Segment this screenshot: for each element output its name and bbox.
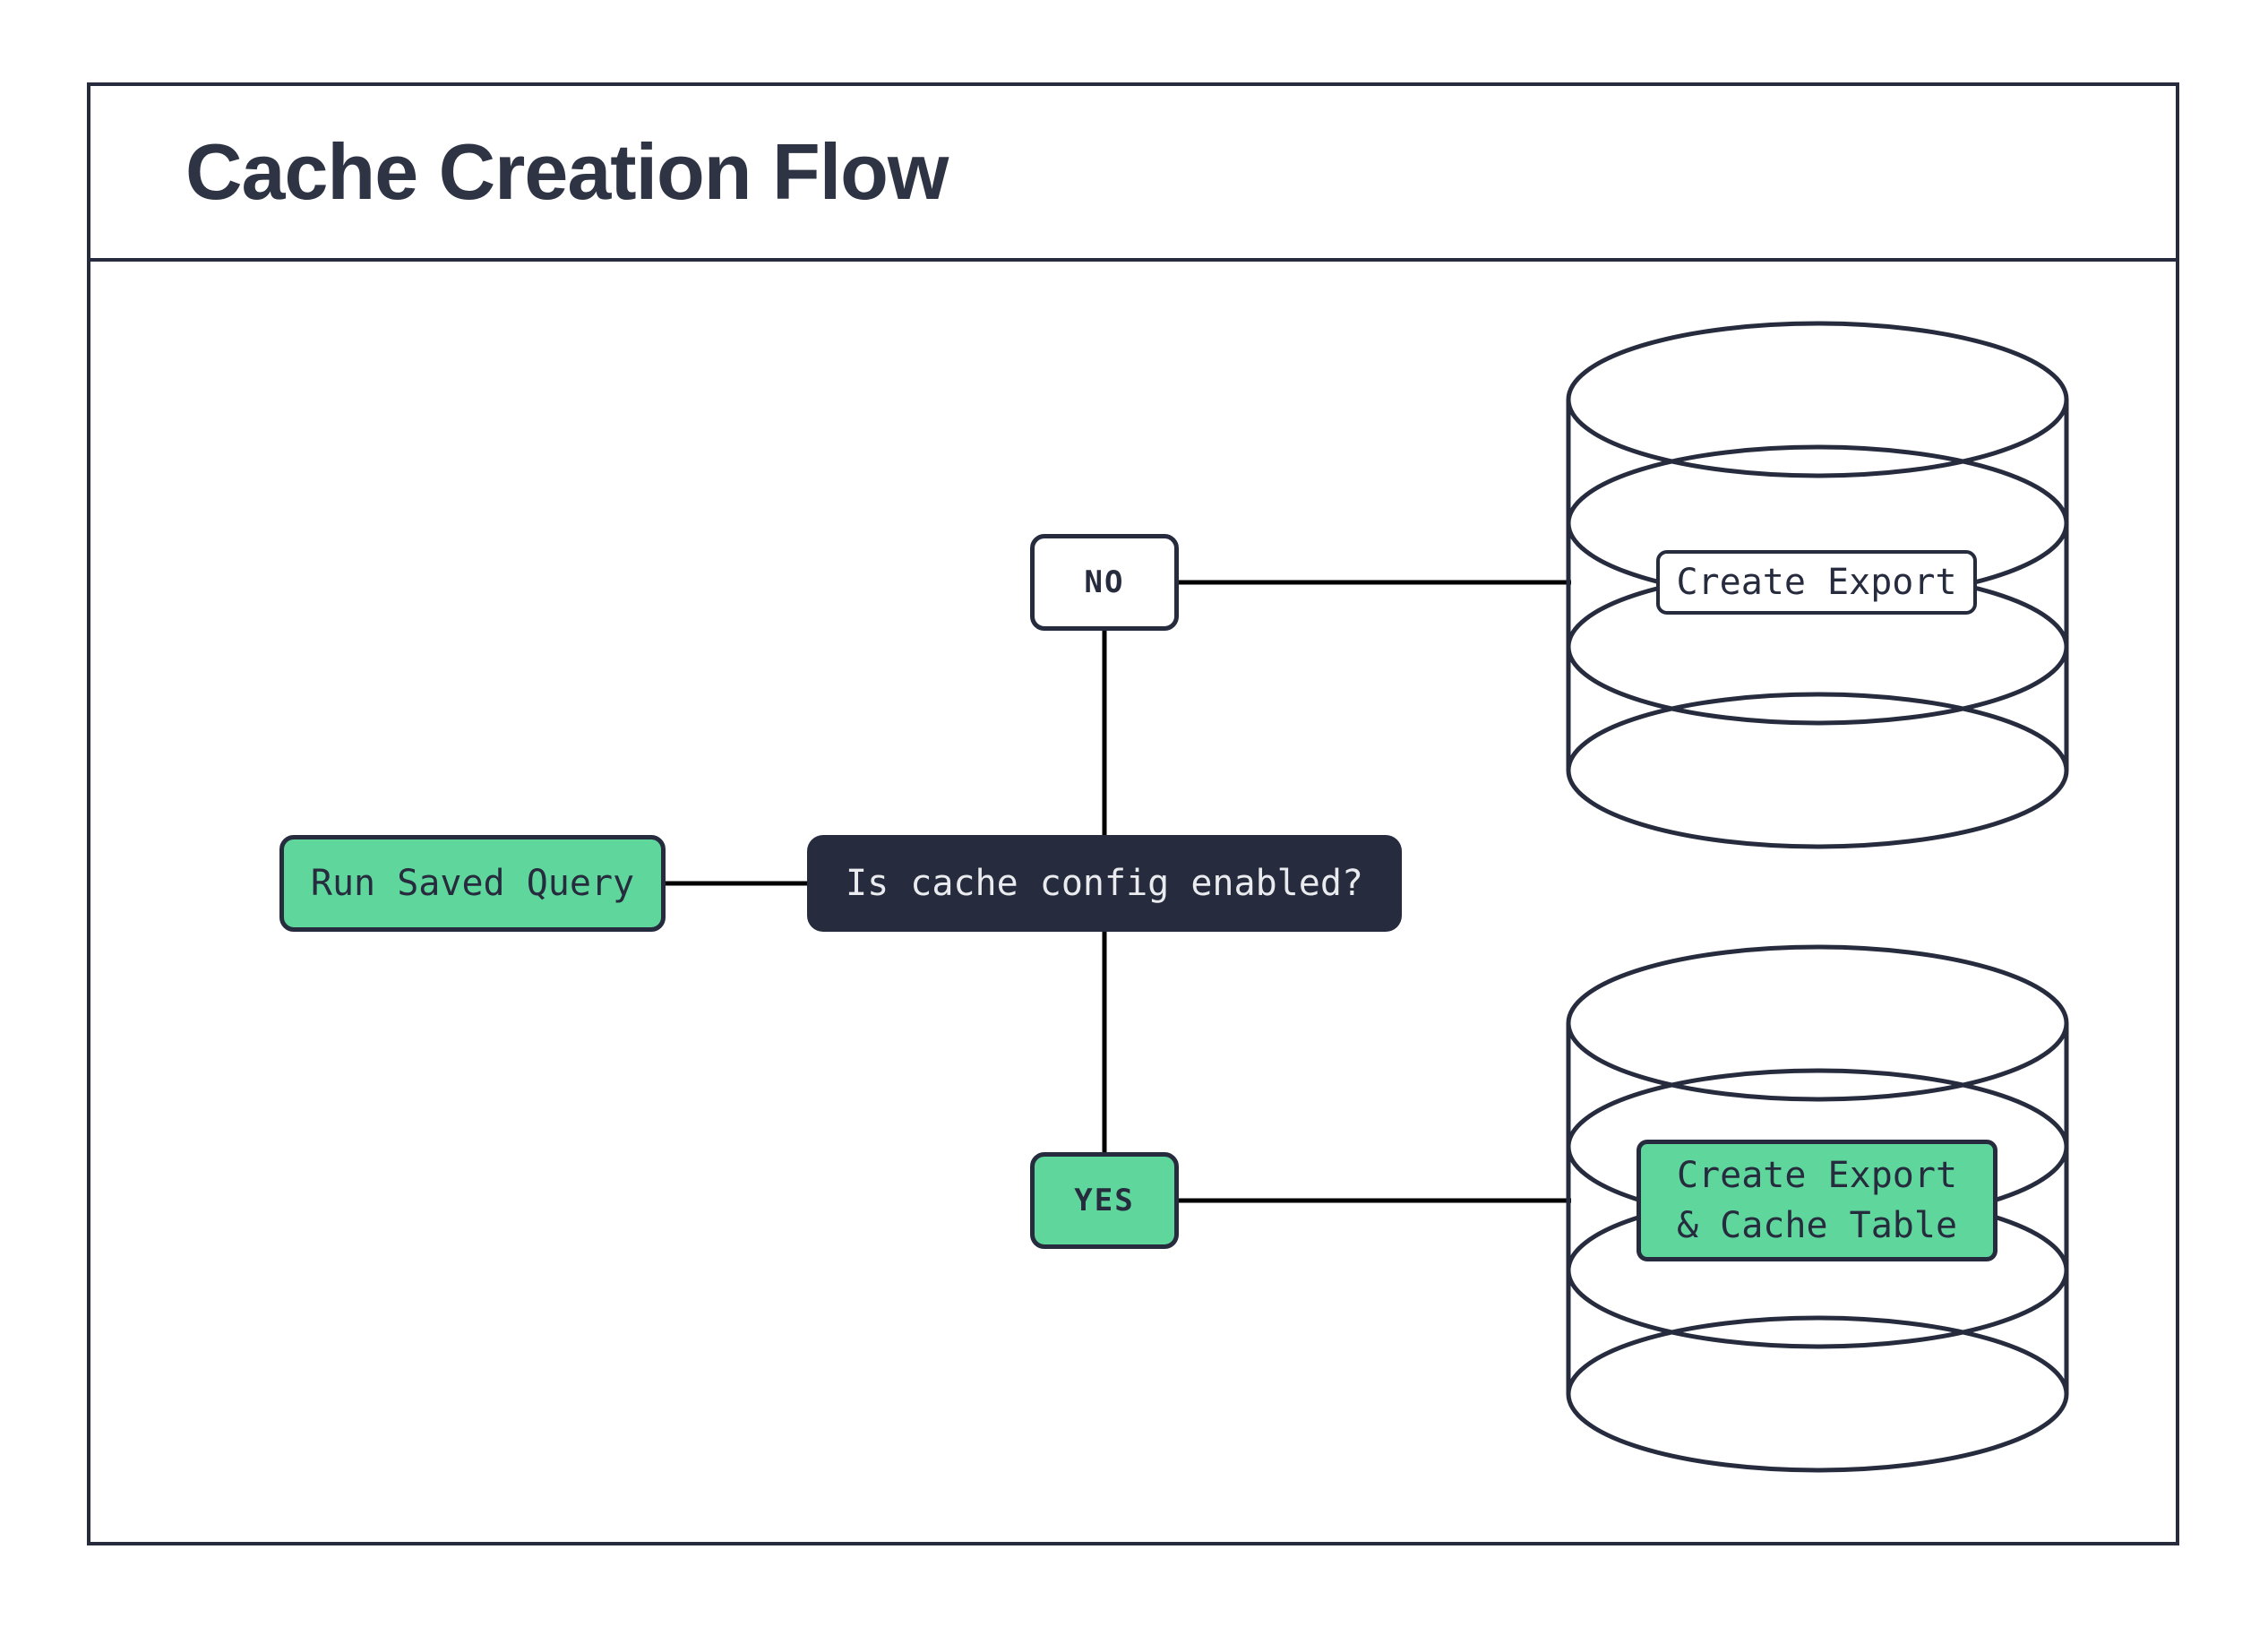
- create-export-cache-label: Create Export & Cache Table: [1637, 1140, 1997, 1261]
- diagram-header: Cache Creation Flow: [90, 86, 2176, 262]
- run-saved-query-node: Run Saved Query: [279, 835, 666, 932]
- diagram-title: Cache Creation Flow: [185, 127, 949, 216]
- decision-node: Is cache config enabled?: [807, 835, 1402, 932]
- create-export-cache-line2: & Cache Table: [1676, 1205, 1958, 1246]
- no-branch-node: NO: [1030, 534, 1179, 631]
- decision-label: Is cache config enabled?: [846, 863, 1363, 904]
- no-branch-label: NO: [1084, 564, 1125, 600]
- yes-branch-label: YES: [1074, 1183, 1135, 1218]
- yes-branch-node: YES: [1030, 1152, 1179, 1249]
- diagram-frame: Cache Creation Flow: [87, 82, 2179, 1545]
- create-export-label-text: Create Export: [1676, 562, 1957, 603]
- create-export-cache-line1: Create Export: [1676, 1155, 1958, 1196]
- create-export-label: Create Export: [1656, 550, 1977, 615]
- run-saved-query-label: Run Saved Query: [310, 863, 635, 904]
